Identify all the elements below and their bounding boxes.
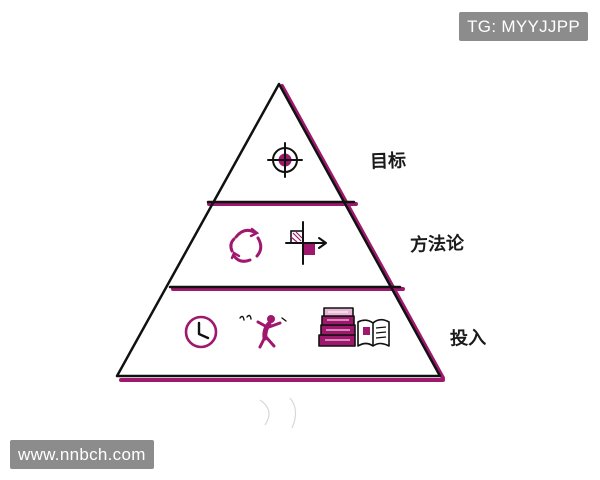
running-person-icon <box>239 314 287 349</box>
books-icon <box>318 307 390 347</box>
target-icon <box>267 142 303 178</box>
quadrant-arrow-icon <box>285 221 327 265</box>
cycle-arrows-icon <box>229 227 263 263</box>
pyramid-shadow <box>119 84 445 382</box>
layer-label-input: 投入 <box>449 327 487 350</box>
pyramid-reflection <box>259 397 297 429</box>
layer-label-method: 方法论 <box>409 233 465 256</box>
pyramid-outline <box>115 82 442 378</box>
layer-label-goal: 目标 <box>369 150 407 173</box>
clock-icon <box>184 315 218 349</box>
telegram-watermark: TG: MYYJJPP <box>459 12 588 41</box>
website-watermark: www.nnbch.com <box>10 440 154 469</box>
